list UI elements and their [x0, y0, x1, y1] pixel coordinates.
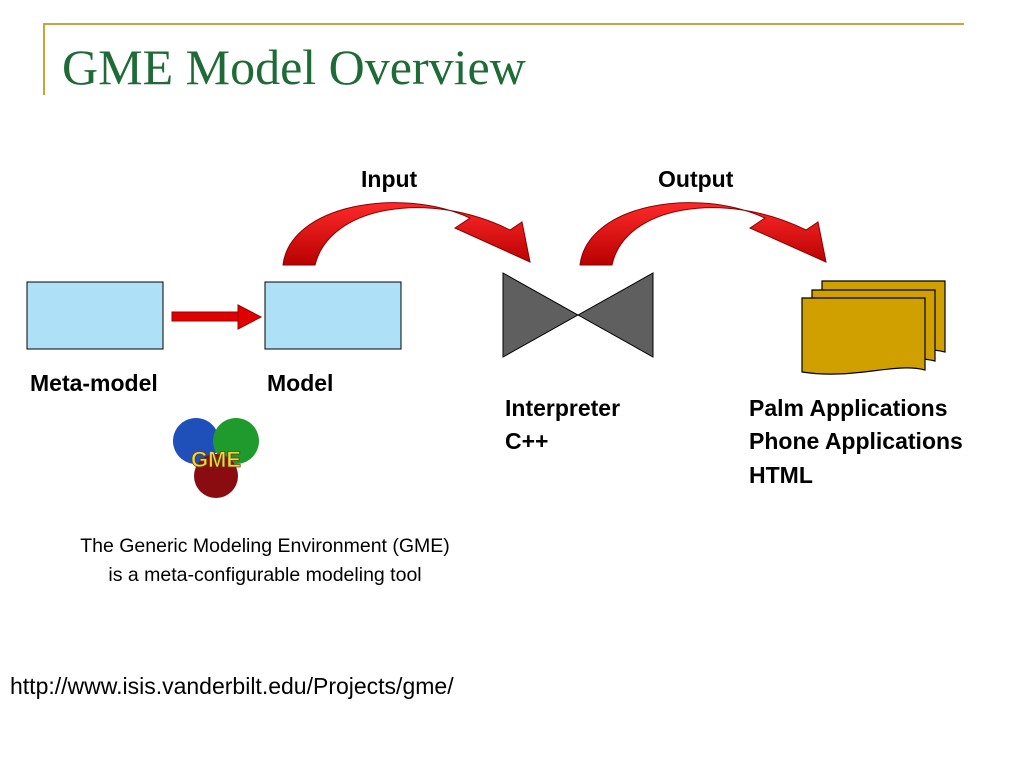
interpreter-label: Interpreter C++ [505, 392, 620, 459]
description-line-1: The Generic Modeling Environment (GME) [80, 535, 450, 557]
output-item-palm: Palm Applications [749, 395, 948, 421]
input-label: Input [361, 166, 418, 192]
description-line-2: is a meta-configurable modeling tool [108, 564, 422, 587]
model-box [264, 281, 402, 350]
meta-to-model-arrow [171, 304, 263, 330]
output-label: Output [658, 166, 734, 192]
gme-logo: GME [173, 418, 259, 498]
meta-model-label: Meta-model [30, 370, 158, 396]
gme-logo-text: GME [191, 447, 241, 472]
interpreter-language-line: C++ [505, 428, 549, 455]
slide-title: GME Model Overview [62, 39, 526, 95]
project-url-link[interactable]: http://www.isis.vanderbilt.edu/Projects/… [10, 673, 454, 699]
model-label: Model [267, 370, 334, 396]
output-item-phone: Phone Applications [749, 428, 963, 455]
output-curved-arrow [579, 202, 827, 266]
top-accent-rule [43, 23, 964, 25]
left-accent-rule [43, 23, 45, 95]
meta-model-box [26, 281, 164, 350]
output-item-html: HTML [749, 461, 813, 488]
input-curved-arrow [282, 202, 531, 266]
output-list: Palm Applications Phone Applications HTM… [749, 392, 963, 492]
output-documents-icon [801, 280, 946, 375]
interpreter-symbol [502, 272, 654, 358]
gme-description: The Generic Modeling Environment (GME) i… [0, 532, 530, 591]
interpreter-line: Interpreter [505, 395, 621, 421]
